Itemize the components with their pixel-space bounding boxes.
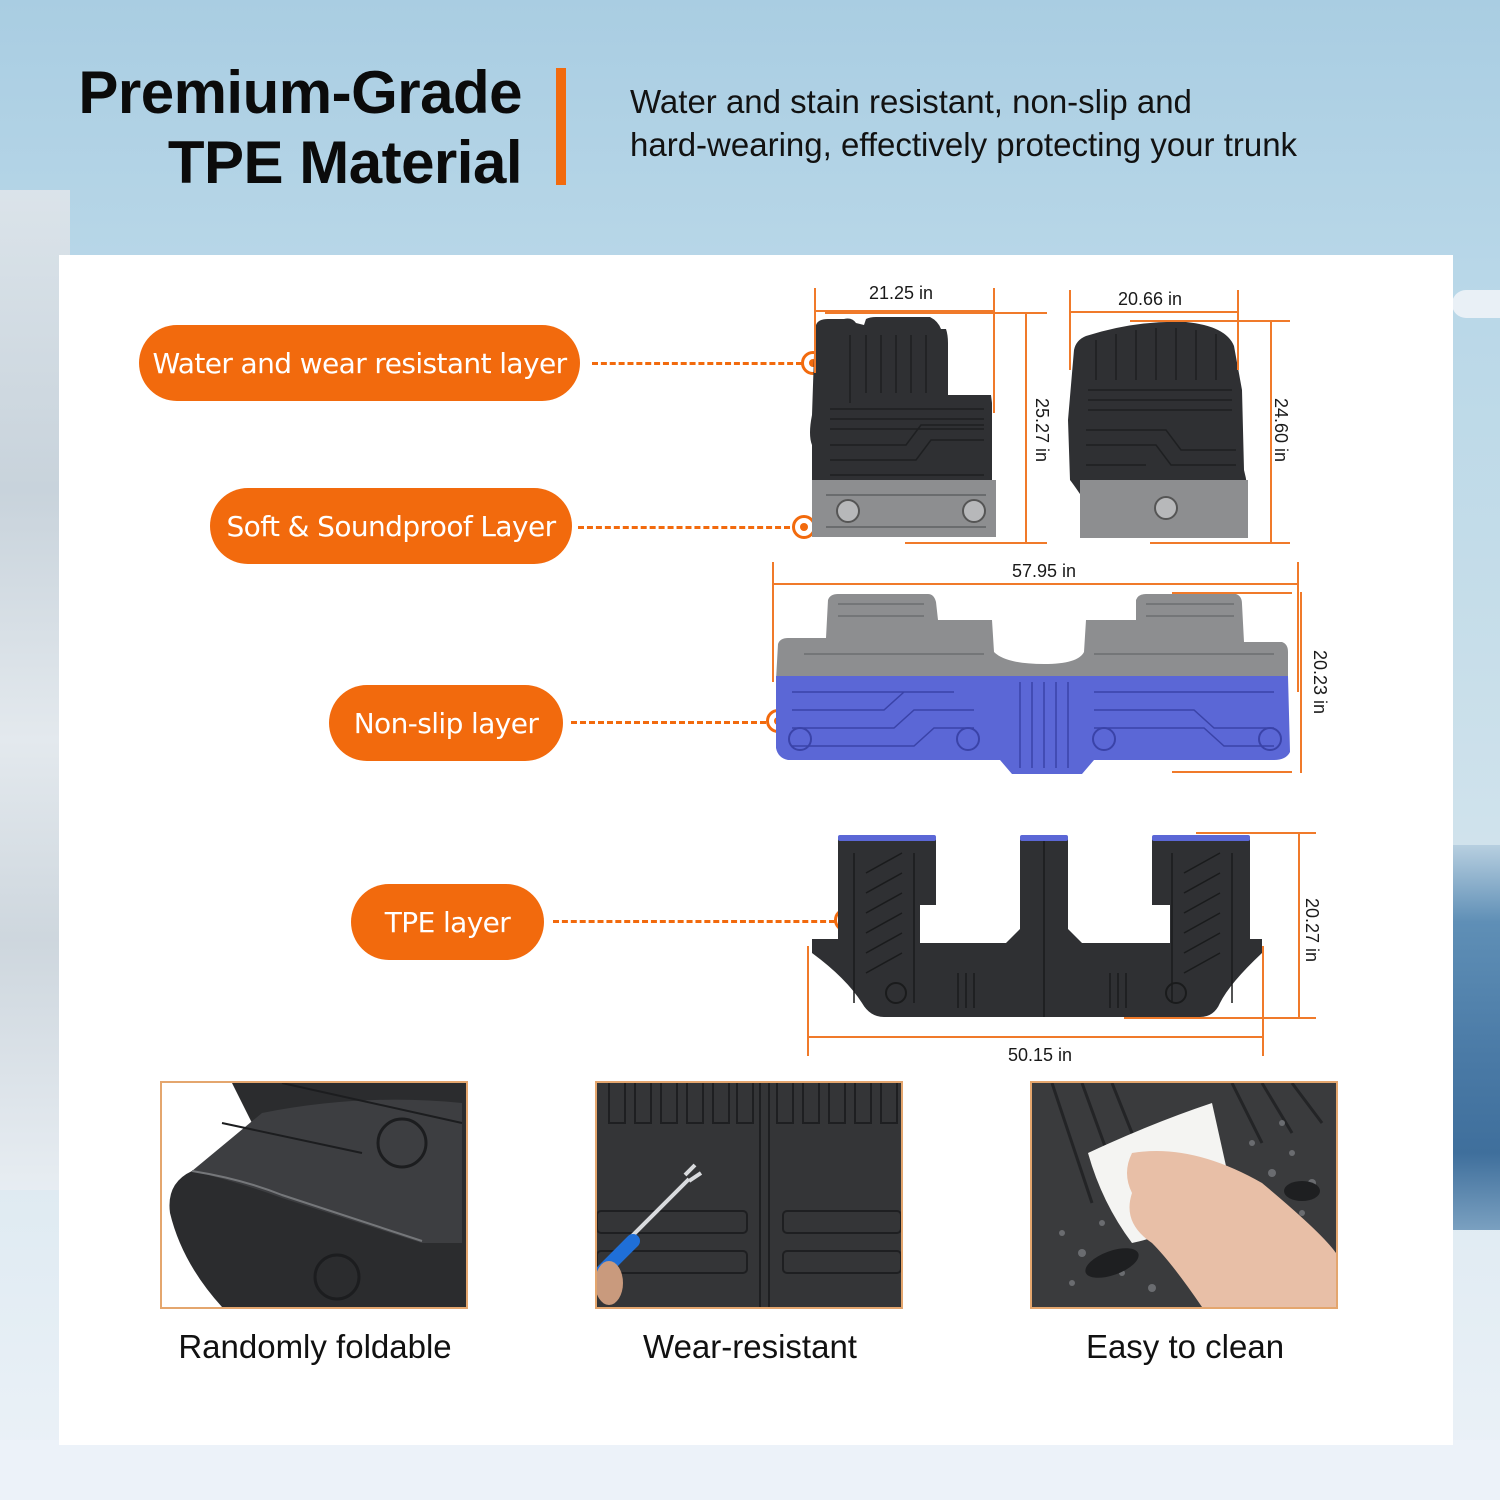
background-cloud [1452,290,1500,318]
screwdriver-scratch-photo [597,1083,901,1307]
dimension-line [1270,320,1272,544]
callout-label: Water and wear resistant layer [152,346,567,380]
leader-line [571,721,766,724]
passenger-mat-width: 20.66 in [1118,289,1183,309]
callout-non-slip-layer: Non-slip layer [329,685,563,761]
driver-mat-height: 25.27 in [1032,398,1052,463]
callout-label: Soft & Soundproof Layer [226,509,556,543]
anchor-hole-icon [1092,727,1116,751]
dimension-line [1150,542,1290,544]
callout-water-wear-layer: Water and wear resistant layer [139,325,580,401]
third-row-floor-mat [812,835,1262,1017]
dimension-line [1069,290,1071,370]
dimension-line [1298,832,1300,1019]
hero-title-line-2: TPE Material [167,129,523,196]
second-row-width: 57.95 in [1012,561,1077,581]
anchor-hole-icon [885,982,907,1004]
second-row-height: 20.23 in [1310,650,1330,715]
feature-caption-wear-resistant: Wear-resistant [643,1328,857,1365]
anchor-hole-icon [788,727,812,751]
anchor-hole-icon [962,499,986,523]
leader-line [578,526,790,529]
hero-title: Premium-Grade TPE Material [60,58,522,198]
callout-tpe-layer: TPE layer [351,884,544,960]
callout-label: TPE layer [384,905,511,939]
dimension-line [1124,1017,1316,1019]
dimension-line [814,288,816,373]
hero-subtitle: Water and stain resistant, non-slip and … [630,80,1410,166]
hero-divider [556,68,566,185]
feature-image-foldable [160,1081,468,1309]
dimension-line [1130,320,1290,322]
background-bottom [0,1440,1500,1500]
dimension-line [772,562,774,682]
anchor-hole-icon [836,499,860,523]
callout-soft-soundproof-layer: Soft & Soundproof Layer [210,488,572,564]
third-row-height: 20.27 in [1302,898,1322,963]
feature-caption-foldable: Randomly foldable [178,1328,452,1365]
feature-caption-easy-clean: Easy to clean [1085,1328,1285,1365]
driver-mat-width: 21.25 in [869,283,934,303]
dimension-line [905,542,1047,544]
hero-title-line-1: Premium-Grade [78,59,522,126]
second-row-floor-mat [776,594,1290,774]
dimension-line [1025,312,1027,544]
background-sea [1452,845,1500,1230]
dimension-line [807,946,809,1056]
leader-line [553,920,835,923]
hero-subtitle-line-2: hard-wearing, effectively protecting you… [630,126,1298,163]
folded-mat-photo [162,1083,466,1307]
dimension-line [1300,592,1302,773]
dimension-line [1196,832,1316,834]
anchor-hole-icon [1165,982,1187,1004]
background-snow-mountain [0,190,70,1190]
leader-line [592,362,802,365]
dimension-line [1172,592,1292,594]
dimension-line [1262,946,1264,1056]
third-row-width: 50.15 in [1008,1045,1073,1065]
hand-wiping-photo [1032,1083,1336,1307]
dimension-line [815,310,995,312]
passenger-mat-height: 24.60 in [1271,398,1291,463]
driver-floor-mat [810,317,996,537]
dimension-line [1297,562,1299,692]
feature-image-wear-resistant [595,1081,903,1309]
dimension-line [993,288,995,413]
dimension-line [1237,290,1239,370]
dimension-line [1070,311,1239,313]
anchor-hole-icon [1258,727,1282,751]
hero-subtitle-line-1: Water and stain resistant, non-slip and [630,83,1192,120]
feature-image-easy-clean [1030,1081,1338,1309]
callout-label: Non-slip layer [353,706,539,740]
dimension-line [1172,771,1292,773]
anchor-hole-icon [956,727,980,751]
anchor-hole-icon [1154,496,1178,520]
passenger-floor-mat [1068,321,1248,538]
dimension-line [825,312,1047,314]
dimension-line [808,1036,1264,1038]
dimension-line [773,583,1298,585]
